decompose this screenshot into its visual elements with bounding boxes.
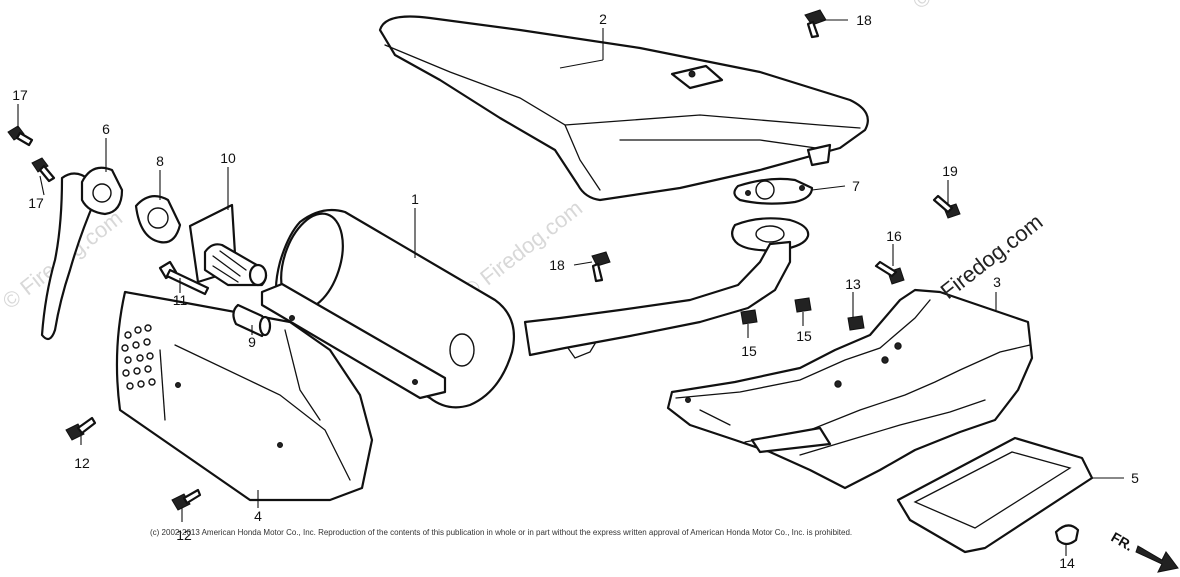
callout-4: 4 [254,508,262,524]
callout-17a: 17 [12,87,28,103]
callout-12a: 12 [74,455,90,471]
part-6-gasket [40,166,124,341]
part-5-plate [896,436,1094,554]
part-11-bolt [158,260,210,296]
callout-10: 10 [220,150,236,166]
front-direction-arrow-icon: FR. [1109,529,1179,573]
callout-19: 19 [942,163,958,179]
callout-3: 3 [993,274,1001,290]
callout-15a: 15 [741,343,757,359]
callout-17b: 17 [28,195,44,211]
callout-14: 14 [1059,555,1075,571]
part-7-gasket-upper [733,177,814,205]
part-4-heat-guard [115,290,374,502]
bolt-16 [874,260,905,285]
bolt-12a [65,416,97,441]
part-1-muffler [260,208,792,409]
nut-15a [740,309,758,325]
watermark-faint-top: © Firedog.com [908,0,1037,14]
callout-18a: 18 [856,12,872,28]
watermark-main: Firedog.com [936,209,1048,304]
callout-8: 8 [156,153,164,169]
callout-9: 9 [248,334,256,350]
copyright-notice: (c) 2002-2013 American Honda Motor Co., … [150,528,853,537]
bolt-18a [804,9,827,39]
part-3-skid-guard [666,288,1034,490]
bolt-17b [31,157,56,183]
callout-5: 5 [1131,470,1139,486]
callout-16: 16 [886,228,902,244]
leader-lines [17,19,1124,556]
part-9-pipe [232,303,272,338]
callout-6: 6 [102,121,110,137]
callouts: 2 18 1 7 19 3 16 13 15 15 18 5 4 6 8 10 … [12,11,1139,571]
bolt-17a [7,125,34,147]
callout-15b: 15 [796,328,812,344]
callout-7: 7 [852,178,860,194]
callout-1: 1 [411,191,419,207]
nut-13 [847,315,865,331]
callout-13: 13 [845,276,861,292]
part-8-gasket [134,195,182,244]
direction-label: FR. [1109,529,1137,554]
callout-11: 11 [173,292,188,308]
bolt-18b [591,251,611,283]
part-10-bracket [188,203,268,287]
callout-18b: 18 [549,257,565,273]
nut-15b [794,297,812,313]
watermark-faint-mid: © Firedog.com [458,195,587,304]
callout-2: 2 [599,11,607,27]
callout-12b: 12 [176,527,192,543]
grommet-14 [1054,524,1080,546]
part-2-heat-shield [378,15,869,202]
bolt-12b [171,488,202,511]
bolt-19 [932,194,961,219]
